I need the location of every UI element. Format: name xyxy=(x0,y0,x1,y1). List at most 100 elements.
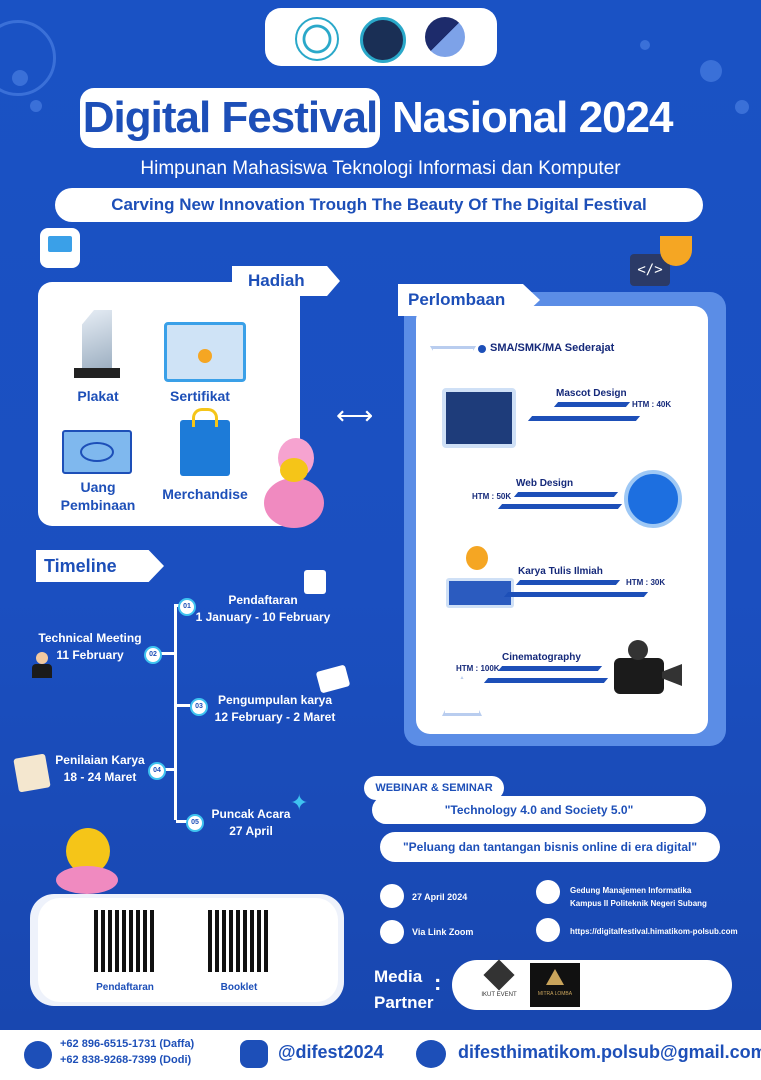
trophy-code-icon: </> xyxy=(630,234,700,292)
title-highlight: Digital Festival xyxy=(80,88,380,148)
monitor-icon xyxy=(442,388,516,448)
partner-name: MITRA LOMBA xyxy=(537,991,573,997)
stripe-decor xyxy=(527,416,641,421)
camera-icon xyxy=(614,640,686,696)
phone-number[interactable]: +62 838-9268-7399 (Dodi) xyxy=(60,1054,192,1066)
timeline-branch xyxy=(158,652,176,655)
footer xyxy=(0,1030,761,1080)
competition-htm: HTM : 50K xyxy=(472,492,512,501)
hadiah-heading: Hadiah xyxy=(232,266,340,296)
competition-name: Cinematography xyxy=(502,652,581,663)
tagline: Carving New Innovation Trough The Beauty… xyxy=(55,188,703,222)
polsub-logo xyxy=(425,17,465,57)
qr-label: Booklet xyxy=(220,982,258,993)
webinar-topic-2: "Peluang dan tantangan bisnis online di … xyxy=(380,832,720,862)
timeline-event: Penilaian Karya 18 - 24 Maret xyxy=(50,752,150,786)
timeline-branch xyxy=(176,820,190,823)
hadiah-item-label: Uang Pembinaan xyxy=(60,479,136,513)
timeline-node: 05 xyxy=(186,814,204,832)
money-icon xyxy=(62,430,132,474)
hadiah-item-label: Plakat xyxy=(77,388,119,404)
bullet-icon xyxy=(478,345,486,353)
sparkle-icon: ✦ xyxy=(290,790,309,815)
qr-code-booklet[interactable] xyxy=(208,910,270,972)
webinar-website[interactable]: https://digitalfestival.himatikom-polsub… xyxy=(570,927,738,936)
calendar-icon xyxy=(380,884,404,908)
timeline-line xyxy=(174,604,177,820)
title-rest: Nasional 2024 xyxy=(392,93,673,142)
competition-htm: HTM : 40K xyxy=(632,400,672,409)
globe-icon xyxy=(536,918,560,942)
webinar-date: 27 April 2024 xyxy=(412,892,468,902)
decor-dot xyxy=(735,100,749,114)
qr-panel-inner xyxy=(38,898,338,1002)
competition-htm: HTM : 30K xyxy=(626,578,666,587)
stripe-decor xyxy=(515,580,621,585)
stripe-decor xyxy=(553,402,631,407)
shopping-bag-icon xyxy=(180,408,230,476)
webinar-platform: Via Link Zoom xyxy=(412,927,474,937)
whatsapp-icon xyxy=(24,1041,52,1069)
venue-line: Kampus II Politeknik Negeri Subang xyxy=(570,899,707,908)
timeline-event-title: Pengumpulan karya xyxy=(217,693,333,707)
stripe-decor xyxy=(513,492,619,497)
timeline-node: 03 xyxy=(190,698,208,716)
location-pin-icon xyxy=(536,880,560,904)
stripe-decor xyxy=(483,678,609,683)
mitra-lomba-logo: MITRA LOMBA xyxy=(530,963,580,1007)
timeline-event-date: 11 February xyxy=(56,648,124,662)
email-address[interactable]: difesthimatikom.polsub@gmail.com xyxy=(458,1042,761,1062)
timeline-node: 01 xyxy=(178,598,196,616)
contact-phones: +62 896-6515-1731 (Daffa) +62 838-9268-7… xyxy=(60,1036,194,1068)
timeline-node: 02 xyxy=(144,646,162,664)
phone-number[interactable]: +62 896-6515-1731 (Daffa) xyxy=(60,1038,195,1050)
clipboard-icon xyxy=(13,753,51,793)
timeline-event: Technical Meeting 11 February xyxy=(30,630,150,664)
timeline-event-date: 1 January - 10 February xyxy=(195,610,331,624)
competition-name: Web Design xyxy=(516,478,574,489)
colon-separator: : xyxy=(434,970,442,995)
instagram-handle[interactable]: @difest2024 xyxy=(278,1042,384,1062)
email-icon xyxy=(416,1040,446,1068)
media-partner-label: Media Partner xyxy=(374,964,434,1016)
timeline-event-title: Pendaftaran xyxy=(228,593,298,607)
media-partner-label-line: Partner xyxy=(374,993,434,1012)
decor-dot xyxy=(640,40,650,50)
timeline-heading: Timeline xyxy=(36,550,164,582)
plakat-icon xyxy=(74,310,120,382)
media-partner-label-line: Media xyxy=(374,967,423,986)
certificate-icon xyxy=(164,322,246,382)
stripe-decor xyxy=(497,504,623,509)
timeline-event-title: Technical Meeting xyxy=(38,631,142,645)
qr-label: Pendaftaran xyxy=(96,982,154,993)
timeline-node: 04 xyxy=(148,762,166,780)
ikut-event-logo: IKUT EVENT xyxy=(476,959,522,1006)
computer-icon xyxy=(40,228,80,268)
book-bulb-icon xyxy=(446,546,514,608)
competition-htm: HTM : 100K xyxy=(456,664,500,673)
double-arrow-icon: ⟷ xyxy=(336,400,374,430)
mascot-illustration xyxy=(52,818,122,894)
level-label: SMA/SMK/MA Sederajat xyxy=(490,342,615,354)
timeline-event: Puncak Acara 27 April xyxy=(206,806,296,840)
presenter-icon xyxy=(28,652,54,680)
decor-ring xyxy=(0,20,56,96)
qr-code-pendaftaran[interactable] xyxy=(94,910,156,972)
timeline-branch xyxy=(176,704,190,707)
timeline-event-title: Penilaian Karya xyxy=(55,753,145,767)
stripe-decor xyxy=(497,666,603,671)
perlombaan-heading: Perlombaan xyxy=(398,284,540,316)
timeline-event-date: 18 - 24 Maret xyxy=(63,770,137,784)
timeline-event-date: 12 February - 2 Maret xyxy=(214,710,336,724)
form-icon xyxy=(304,570,326,594)
zoom-icon xyxy=(380,920,404,944)
instagram-icon xyxy=(240,1040,268,1068)
timeline-event-title: Puncak Acara xyxy=(211,807,291,821)
decor-dot xyxy=(12,70,28,86)
wifi-logo xyxy=(360,17,406,63)
partner-name: IKUT EVENT xyxy=(481,992,517,998)
hadiah-item-label: Sertifikat xyxy=(170,388,230,404)
mascot-illustration xyxy=(262,418,326,530)
subtitle: Himpunan Mahasiswa Teknologi Informasi d… xyxy=(140,158,621,179)
webinar-venue: Gedung Manajemen Informatika Kampus II P… xyxy=(570,884,707,910)
